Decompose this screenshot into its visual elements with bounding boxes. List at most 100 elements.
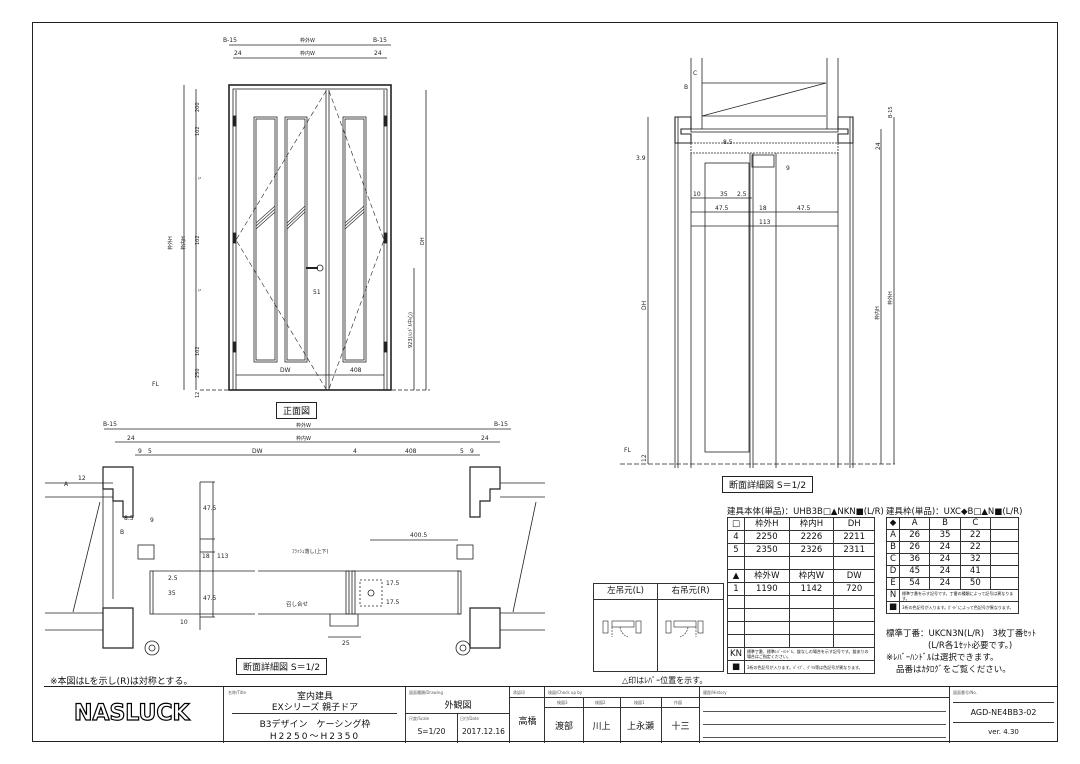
dim-ditto: 〃 [197,288,202,294]
flush-bolt-label: ﾌﾗｯｼｭ落し(上下) [292,548,328,555]
floor-level-mark: FL [152,381,159,388]
checkers-cell: 検図/Check up by 検図3 検図2 検図1 作図 渡部 川上 上永瀬 … [545,687,700,743]
dim-24: 24 [234,50,242,57]
cell: C [885,553,901,566]
cell: 22 [959,529,992,542]
logo-cell: NASLUCK [44,687,224,743]
cell: 22 [959,541,992,554]
cell: E [885,577,901,590]
dim-outer-w: 枠外W [296,422,311,429]
dim-47-5: 47.5 [797,205,811,212]
dim-47-5: 47.5 [203,505,217,512]
vertical-section-label: 断面詳細図 S＝1/2 [722,476,814,493]
front-view-label: 正面図 [276,402,318,419]
dim-9: 9 [138,448,142,455]
dim-17-5: 17.5 [386,580,400,587]
dim-12: 12 [195,392,201,398]
dim-9: 9 [470,448,474,455]
dim-ditto: 〃 [197,176,202,182]
dim-12: 12 [78,475,86,482]
cell: 54 [899,577,931,590]
checker-role: 作図 [674,700,682,705]
dim-4: 4 [353,448,357,455]
cell: 24 [929,541,961,554]
cell: 2211 [833,530,875,544]
cell: 1190 [743,582,790,596]
cell: 24 [929,577,961,590]
header-cell: C [959,517,992,530]
dim-inner-w: 枠内W [300,50,315,57]
dim-b15: B-15 [888,106,894,118]
drawing-sheet [32,22,1058,742]
dim-24: 24 [127,435,135,442]
cell: 1 [727,582,745,596]
cell: 50 [959,577,992,590]
caption: 履歴/History [703,690,727,695]
dim-250: 250 [195,368,201,378]
cell: B [885,541,901,554]
checker-name: 渡部 [554,722,573,732]
cell: 32 [959,553,992,566]
checker-name: 川上 [592,722,611,732]
history-cell: 履歴/History [700,687,950,743]
hinge-note-2: (L/R各1ｾｯﾄ必要です。) [928,641,1013,651]
dim-12: 12 [641,454,648,462]
approver-name: 高橋 [518,717,537,727]
dim-5: 5 [460,448,464,455]
cell: 5 [727,543,745,557]
vertical-section: C B 8.5 3.9 9 10 35 2.5 47.5 18 47.5 113… [620,58,895,468]
meeting-stile-label: 召し合せ [286,600,309,608]
header-cell: A [899,517,931,530]
checker-role: 検図3 [557,700,568,705]
cell: 24 [929,553,961,566]
nasluck-logo: NASLUCK [73,700,190,726]
symmetry-note: ※本図はLを示し(R)は対称とする。 [50,677,193,687]
dim-handle-height: 923(ﾊﾝﾄﾞﾙ中心) [407,312,414,348]
dim-b15: B-15 [494,421,508,428]
dim-outer-h: 枠外H [887,291,894,305]
cell: 2311 [833,543,875,557]
dim-102: 102 [195,346,201,356]
color-key: ■ [727,660,745,674]
dim-dw: DW [252,448,263,455]
cell: 2350 [743,543,790,557]
cell: 45 [899,565,931,578]
dim-outer-h: 枠外H [167,236,174,250]
dim-5: 5 [148,448,152,455]
dim-51: 51 [313,289,321,296]
dim-25: 25 [342,640,350,647]
dim-inner-h: 枠内H [180,236,187,250]
dim-9: 9 [150,517,154,524]
left-hanging-header: 左吊元(L) [592,583,659,600]
dim-dh: DH [641,301,648,310]
caption: 名称/Title [228,690,246,695]
header-cell: 枠外H [743,517,790,531]
title-cell: 名称/Title 室内建具 EXシリーズ 親子ドア B3デザイン ケーシング枠 … [224,687,406,743]
color-text: 3桁の色記号が入ります。ｶﾞｲﾄﾞによって色記号が異なります。 [899,601,1019,614]
title-line-2: EXシリーズ 親子ドア [271,703,359,713]
dim-2-5: 2.5 [168,575,178,582]
title-line-3: B3デザイン ケーシング枠 [259,720,371,730]
dim-b15: B-15 [223,37,237,44]
dim-a: A [64,481,69,488]
checker-name: 上永瀬 [626,722,654,732]
dim-35: 35 [720,191,728,198]
caption: 日付/Date [460,716,479,721]
cell: 720 [833,582,875,596]
cell: 1142 [788,582,835,596]
dim-18: 18 [759,205,767,212]
dim-3-9: 3.9 [636,155,646,162]
cell: D [885,565,901,578]
dim-102: 102 [195,235,201,245]
dim-b15: B-15 [373,37,387,44]
header-cell: B [929,517,961,530]
dim-inner-h: 枠内H [874,306,881,320]
dim-outer-w: 枠外W [300,37,315,44]
checker-role: 検図1 [634,700,645,705]
right-hanging-header: 右吊元(R) [657,583,724,600]
header-cell: 枠外W [743,569,790,583]
